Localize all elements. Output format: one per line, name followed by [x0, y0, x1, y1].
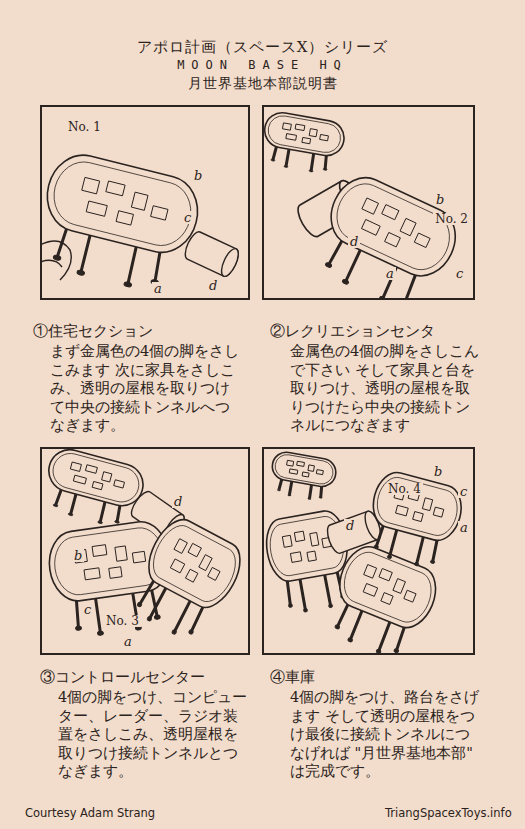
credit: TriangSpacexToys.info: [385, 806, 512, 820]
garage-drawing: [263, 450, 467, 654]
part-letter: a: [458, 521, 470, 534]
living-section-drawing: [41, 148, 242, 299]
part-letter: a: [152, 282, 164, 295]
title-line: MOON BASE HQ: [0, 58, 525, 72]
step-heading: ②レクリエションセンタ: [270, 322, 490, 341]
illustration-panel: d b cNo. 3 a: [40, 447, 250, 655]
illustration-panel: bNo. 4 c d a: [262, 447, 475, 655]
recreation-center-drawing: [263, 110, 466, 299]
illustration-panel: No. 2 b d a c: [262, 105, 475, 300]
part-letter: b: [432, 465, 444, 478]
part-letter: c: [454, 267, 465, 280]
step-heading: ④車庫: [270, 668, 490, 687]
part-letter: b: [72, 549, 84, 562]
step-text: 4個の脚をつけ、コンピューター、レーダー、ラジオ装置をさしこみ、透明屋根を取りつ…: [58, 688, 250, 781]
step-text: 金属色の4個の脚をさしこんで下さい そして家具と台を取りつけ、透明の屋根を取りつ…: [290, 342, 482, 435]
part-letter: d: [344, 519, 356, 532]
illustration-panel: No. 1 b c d a: [40, 105, 250, 300]
part-letter: d: [348, 235, 360, 248]
panel-number: No. 1: [66, 121, 103, 133]
panel-number: No. 2: [433, 213, 470, 225]
title: アポロ計画（スペースX）シリーズ: [0, 38, 525, 57]
panel-number: No. 3: [104, 615, 141, 627]
part-letter: d: [207, 279, 219, 292]
step-text: 4個の脚をつけ、路台をさげます そして透明の屋根をつけ最後に接続トンネルにつなげ…: [290, 688, 482, 781]
step-text: まず金属色の4個の脚をさしこみます 次に家具をさしこみ、透明の屋根を取りつけて中…: [50, 342, 242, 435]
part-letter: b: [434, 193, 446, 206]
step-heading: ①住宅セクション: [33, 322, 253, 341]
panel-number: No. 4: [386, 483, 423, 495]
part-letter: c: [82, 603, 93, 616]
control-center-drawing: [41, 448, 249, 648]
part-letter: d: [172, 495, 184, 508]
part-letter: c: [458, 485, 469, 498]
part-letter: c: [182, 211, 193, 224]
credit: Courtesy Adam Strang: [25, 806, 155, 820]
part-letter: a: [122, 635, 134, 648]
step-heading: ③コントロールセンター: [40, 668, 260, 687]
title-line: 月世界基地本部説明書: [0, 75, 525, 93]
part-letter: b: [192, 169, 204, 182]
part-letter: a: [384, 267, 396, 280]
